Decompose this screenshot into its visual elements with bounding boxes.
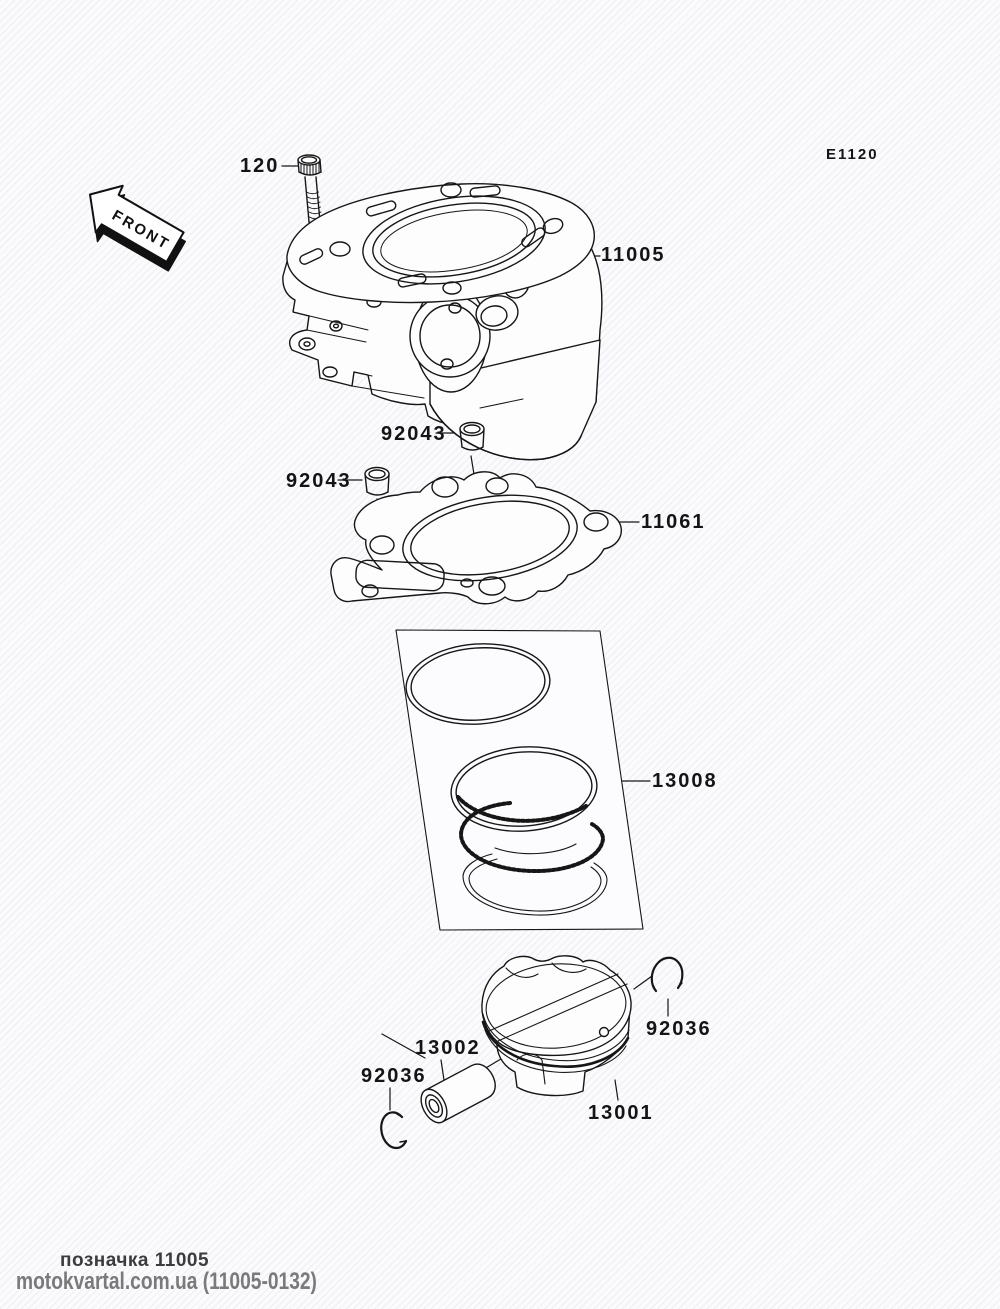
part-label-dowel-top: 92043 (381, 423, 447, 445)
part-label-ring-set: 13008 (652, 770, 718, 792)
cylinder-drawing (282, 182, 603, 461)
footer-watermark: motokvartal.com.ua (11005-0132) (16, 1268, 392, 1296)
top-ring-drawing (405, 643, 551, 725)
dowel-pin-left-drawing (364, 466, 390, 496)
part-label-piston-pin: 13002 (415, 1037, 481, 1059)
footer-watermark-text: motokvartal.com.ua (11005-0132) (16, 1268, 317, 1295)
part-label-piston: 13001 (588, 1102, 654, 1124)
piston-pin-drawing (420, 1063, 496, 1124)
cylinder-bolt-drawing (297, 154, 322, 225)
part-label-circlip-left: 92036 (361, 1065, 427, 1087)
gasket-drawing (330, 471, 622, 605)
part-label-gasket: 11061 (641, 511, 706, 533)
footer-caption: позначка 11005 (60, 1250, 210, 1271)
part-label-circlip-right: 92036 (646, 1018, 712, 1040)
second-ring-drawing (450, 746, 598, 832)
part-label-cylinder: 11005 (601, 244, 666, 266)
circlip-right-drawing (650, 956, 684, 993)
part-label-dowel-left: 92043 (286, 470, 352, 492)
oil-ring-drawing (462, 843, 608, 916)
circlip-left-drawing (380, 1111, 408, 1150)
front-arrow-icon: FRONT (89, 184, 186, 272)
part-label-bolt: 120 (240, 155, 280, 177)
expander-ring-drawing (459, 801, 605, 874)
ring-set-box (395, 629, 644, 931)
piston-drawing (481, 955, 632, 1097)
dowel-pin-top-drawing (459, 421, 485, 451)
page-code: E1120 (826, 146, 879, 163)
